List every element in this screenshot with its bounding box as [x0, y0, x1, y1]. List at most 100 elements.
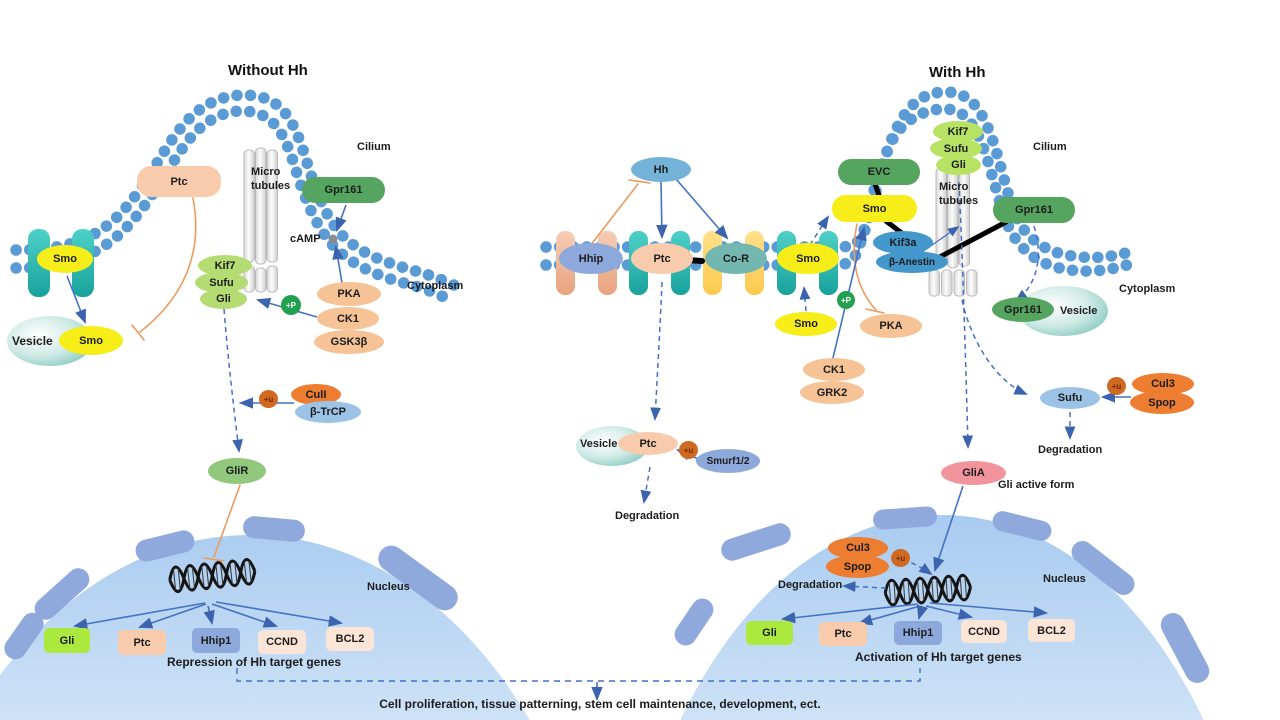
cul3-cyto-label: Cul3 [1151, 378, 1175, 390]
right-gli-label: Gli [951, 159, 966, 171]
left-gsk3b-label: GSK3β [330, 336, 368, 348]
right-nucleus-shape [674, 506, 1210, 720]
smo-cilium-label: Smo [862, 202, 887, 215]
right-gpr161-label: Gpr161 [1015, 204, 1053, 216]
left-microtubules-label: Micro tubules [251, 166, 291, 192]
left-ptc-pill: Ptc [137, 166, 221, 197]
outcome-connector [236, 668, 921, 682]
left-phospho-badge: +P [281, 295, 301, 315]
left-gene-gli: Gli [44, 628, 90, 653]
left-btrcp: β-TrCP [295, 401, 361, 423]
cor-receptor: Co-R [705, 243, 767, 274]
camp-dot [328, 234, 338, 244]
gpr161-vesicle: Gpr161 [992, 297, 1054, 322]
spop-cyto-label: Spop [1148, 396, 1176, 409]
right-gene-ptc: Ptc [819, 622, 867, 646]
ptc-vesicle: Ptc [618, 432, 678, 455]
ptc-vesicle-label: Ptc [639, 437, 657, 450]
left-kif7-label: Kif7 [214, 259, 236, 272]
right-gene-hhip1: Hhip1 [894, 621, 942, 645]
hhip-label: Hhip [578, 252, 604, 265]
right-nucleus-label: Nucleus [1043, 573, 1086, 585]
glia-label: GliA [962, 467, 985, 479]
smo-lower: Smo [775, 312, 837, 336]
left-gene-bcl2: BCL2 [326, 627, 374, 651]
mid-ubiquitin-label: +u [683, 445, 694, 455]
right-gene-hhip1-label: Hhip1 [902, 627, 934, 639]
left-ptc-label: Ptc [170, 175, 188, 188]
right-gene-ccnd: CCND [961, 620, 1007, 643]
left-ubiquitin-badge: +u [259, 390, 278, 408]
smurf-label: Smurf1/2 [706, 455, 750, 467]
left-smo-membrane-label: Smo [53, 253, 77, 265]
right-gene-bcl2-label: BCL2 [1037, 624, 1066, 637]
left-ck1-label: CK1 [336, 312, 359, 325]
smo-receptor-label: Smo [796, 252, 820, 265]
b-anestin-label: β-Anestin [888, 256, 936, 268]
left-gene-ccnd: CCND [258, 630, 306, 654]
left-gene-ptc-label: Ptc [133, 636, 151, 649]
left-gpr161-label: Gpr161 [324, 184, 363, 196]
right-kif7-label: Kif7 [947, 125, 969, 138]
right-kif7: Kif7 [933, 121, 983, 142]
membrane-left [10, 89, 466, 306]
right-caption: Activation of Hh target genes [855, 650, 1022, 664]
right-microtubules-label: Micro tubules [939, 181, 979, 207]
right-pka-label: PKA [879, 320, 903, 332]
left-smo-membrane: Smo [37, 245, 93, 273]
right-sufu-label: Sufu [943, 142, 969, 155]
gpr161-vesicle-label: Gpr161 [1004, 303, 1042, 316]
right-phospho-label: +P [840, 295, 851, 305]
ptc-receptor-label: Ptc [653, 252, 671, 265]
right-gpr161: Gpr161 [993, 197, 1075, 223]
left-gene-hhip1-label: Hhip1 [200, 634, 232, 647]
left-smo-vesicle: Smo [59, 326, 123, 355]
hh-ligand: Hh [631, 157, 691, 182]
spop-cyto: Spop [1130, 391, 1194, 414]
right-pka: PKA [860, 314, 922, 338]
cor-label: Co-R [722, 252, 750, 265]
left-gene-bcl2-label: BCL2 [335, 633, 365, 645]
left-gli: Gli [200, 289, 247, 309]
left-gene-ptc: Ptc [118, 630, 166, 655]
left-gene-hhip1: Hhip1 [192, 628, 240, 653]
left-gene-ccnd-label: CCND [266, 636, 298, 648]
ptc-receptor: Ptc [631, 243, 693, 274]
inhibition-lines [131, 179, 885, 562]
cul3-cyto: Cul3 [1132, 373, 1194, 395]
left-pka: PKA [317, 282, 381, 306]
right-ck1: CK1 [803, 358, 865, 381]
nuc-degradation-label: Degradation [778, 579, 843, 591]
left-vesicle-label: Vesicle [12, 334, 53, 348]
right-cilium-label: Cilium [1033, 141, 1067, 153]
right-gene-bcl2: BCL2 [1028, 619, 1075, 642]
dashed-arrows [223, 181, 1076, 592]
grk2-label: GRK2 [816, 386, 848, 399]
right-gli: Gli [936, 155, 981, 175]
left-cilium-label: Cilium [357, 141, 391, 153]
left-sufu: Sufu [195, 272, 248, 293]
cul3-nuc-label: Cul3 [846, 542, 870, 554]
b-anestin: β-Anestin [876, 251, 948, 273]
smurf: Smurf1/2 [696, 449, 760, 473]
grk2: GRK2 [800, 381, 864, 404]
right-sufu: Sufu [930, 138, 982, 159]
smo-cilium: Smo [832, 195, 917, 222]
evc: EVC [838, 159, 920, 185]
hhip-receptor: Hhip [559, 243, 623, 274]
glia: GliA [941, 461, 1006, 485]
left-cul1: CulI [291, 384, 341, 405]
right-phospho-badge: +P [837, 291, 855, 309]
nuc-ubiquitin-badge: +u [891, 549, 910, 567]
spop-nuc: Spop [826, 555, 889, 578]
left-glir-label: GliR [225, 465, 249, 477]
right-gene-ccnd-label: CCND [968, 625, 1000, 638]
left-gene-gli-label: Gli [59, 634, 75, 647]
footer-text: Cell proliferation, tissue patterning, s… [379, 697, 821, 711]
cyto-ubiquitin-label: +u [1111, 381, 1122, 391]
left-cul1-label: CulI [305, 388, 327, 401]
mid-vesicle-label: Vesicle [580, 438, 618, 450]
right-gene-gli: Gli [746, 621, 793, 645]
right-gene-gli-label: Gli [762, 627, 777, 639]
